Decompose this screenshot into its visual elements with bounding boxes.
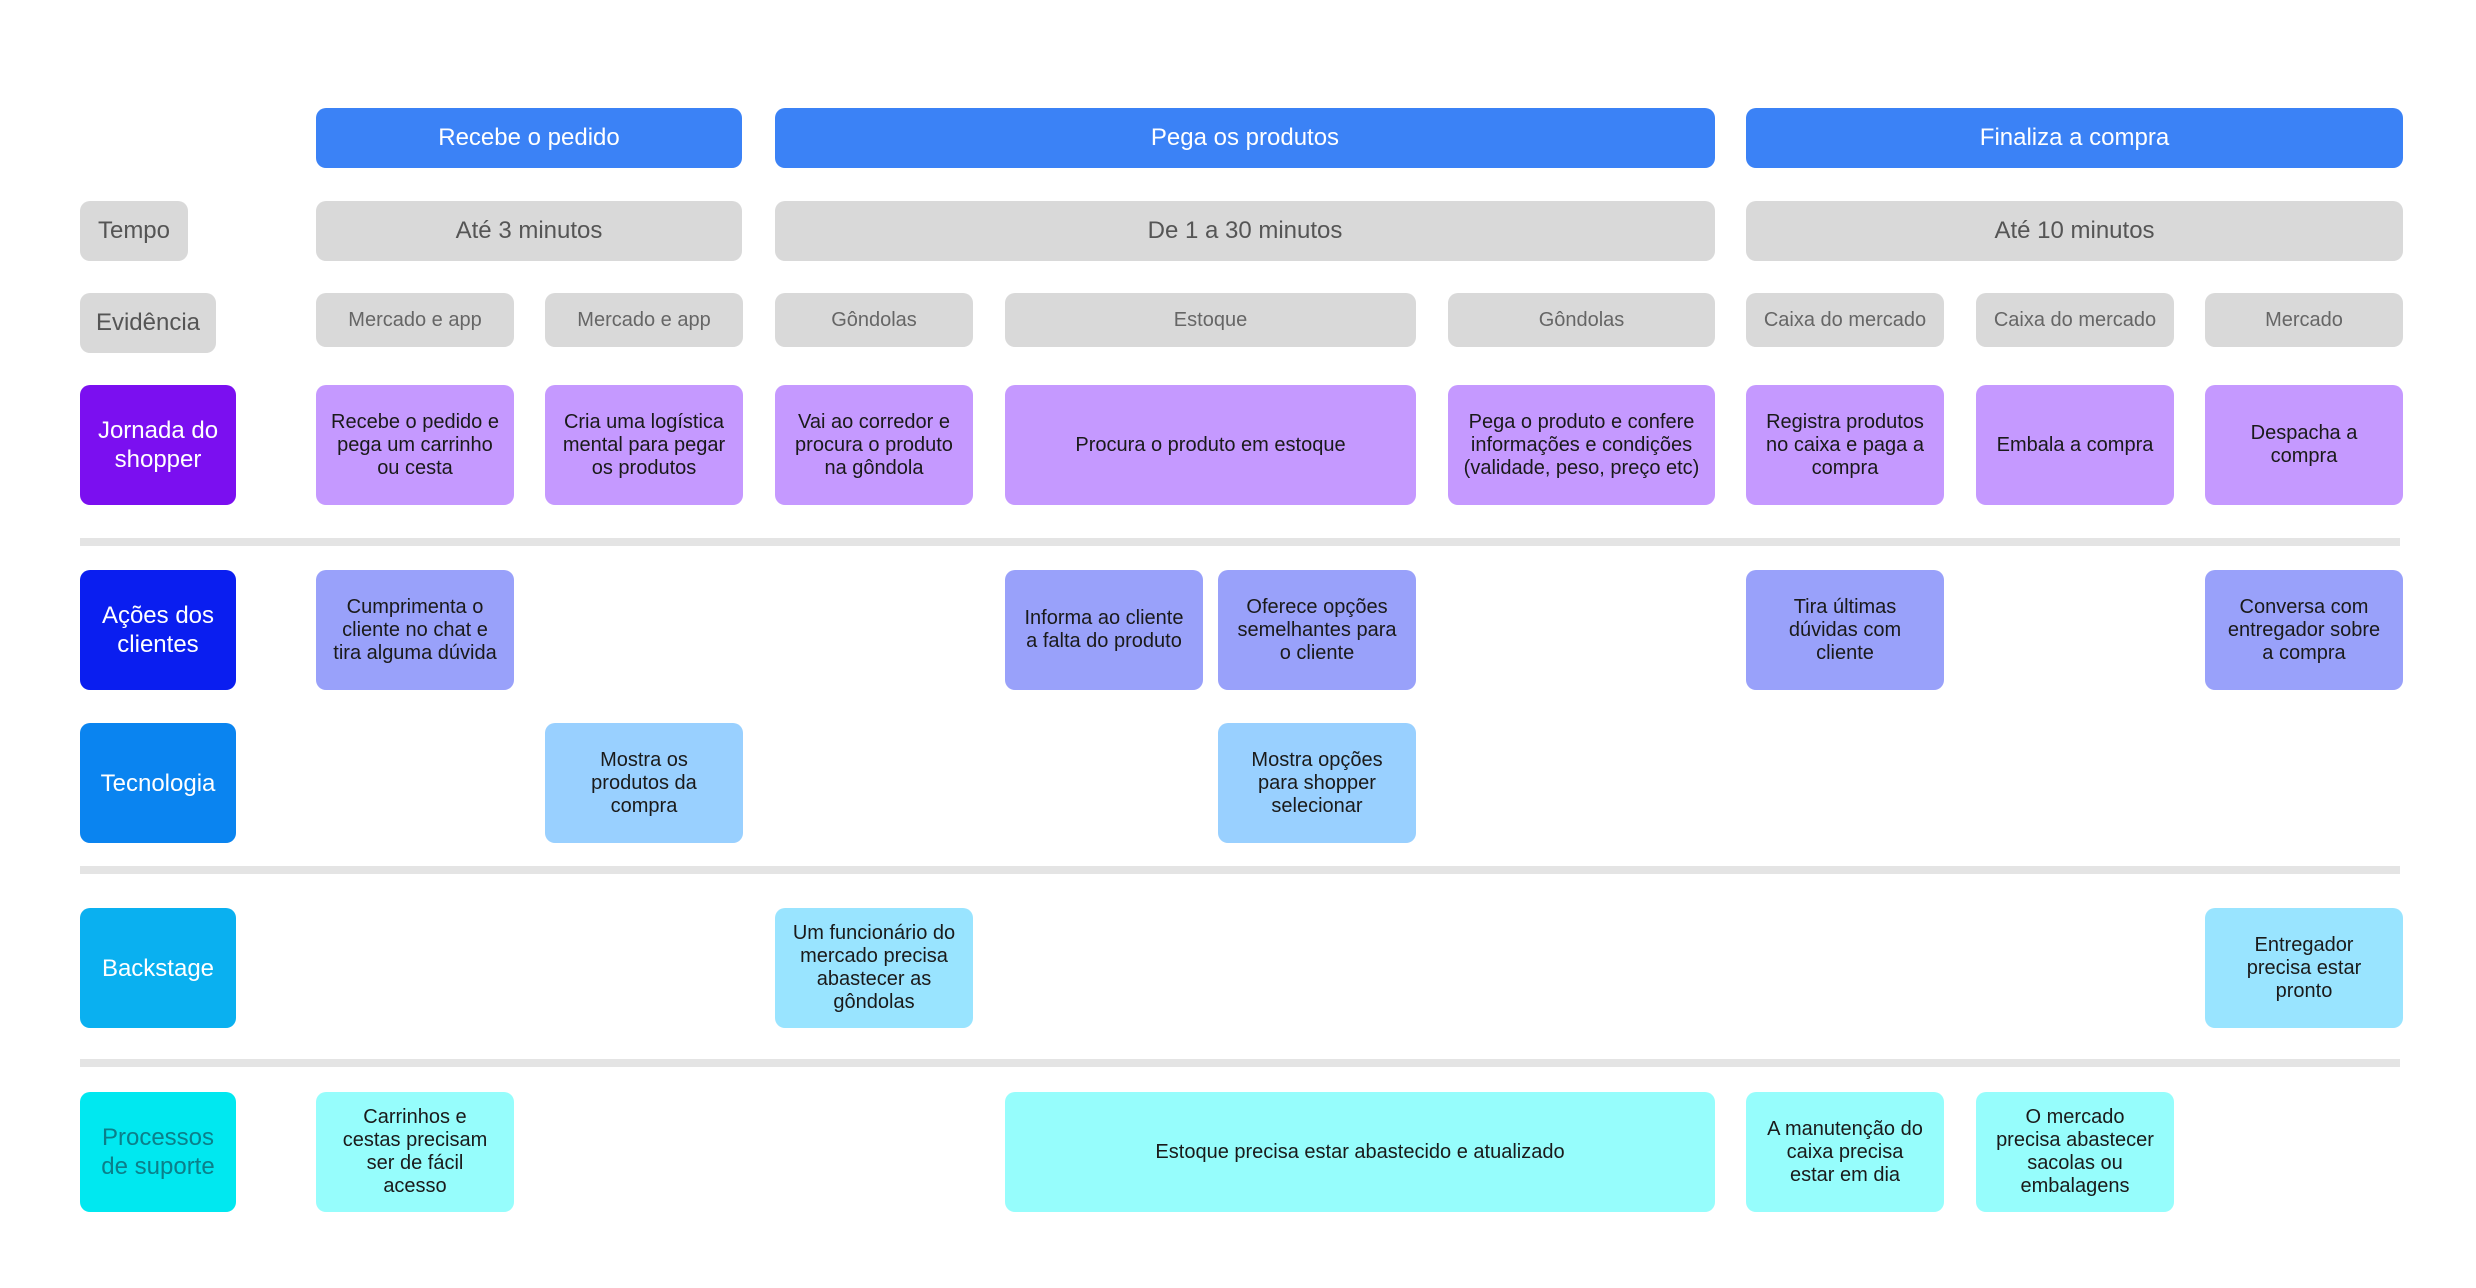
tecnologia-card: Mostra opções para shopper selecionar (1218, 723, 1416, 843)
line-of-interaction (80, 538, 2400, 546)
acoes-card: Conversa com entregador sobre a compra (2205, 570, 2403, 690)
evidencia-card: Estoque (1005, 293, 1416, 347)
jornada-card: Vai ao corredor e procura o produto na g… (775, 385, 973, 505)
backstage-card: Um funcionário do mercado precisa abaste… (775, 908, 973, 1028)
jornada-card: Recebe o pedido e pega um carrinho ou ce… (316, 385, 514, 505)
jornada-card: Despacha a compra (2205, 385, 2403, 505)
acoes-card: Tira últimas dúvidas com cliente (1746, 570, 1944, 690)
jornada-card: Pega o produto e confere informações e c… (1448, 385, 1715, 505)
phase-pega-produtos: Pega os produtos (775, 108, 1715, 168)
processos-card: O mercado precisa abastecer sacolas ou e… (1976, 1092, 2174, 1212)
processos-card: Carrinhos e cestas precisam ser de fácil… (316, 1092, 514, 1212)
tempo-pega-produtos: De 1 a 30 minutos (775, 201, 1715, 261)
row-label-backstage: Backstage (80, 908, 236, 1028)
evidencia-card: Caixa do mercado (1746, 293, 1944, 347)
evidencia-card: Mercado e app (316, 293, 514, 347)
line-of-internal-interaction (80, 1059, 2400, 1067)
evidencia-card: Caixa do mercado (1976, 293, 2174, 347)
row-label-evidencia: Evidência (80, 293, 216, 353)
evidencia-card: Gôndolas (775, 293, 973, 347)
jornada-card: Embala a compra (1976, 385, 2174, 505)
row-label-tempo: Tempo (80, 201, 188, 261)
row-label-tecnologia: Tecnologia (80, 723, 236, 843)
jornada-card: Registra produtos no caixa e paga a comp… (1746, 385, 1944, 505)
phase-finaliza-compra: Finaliza a compra (1746, 108, 2403, 168)
tecnologia-card: Mostra os produtos da compra (545, 723, 743, 843)
acoes-card: Cumprimenta o cliente no chat e tira alg… (316, 570, 514, 690)
row-label-jornada-do-shopper: Jornada do shopper (80, 385, 236, 505)
tempo-finaliza-compra: Até 10 minutos (1746, 201, 2403, 261)
processos-card: A manutenção do caixa precisa estar em d… (1746, 1092, 1944, 1212)
backstage-card: Entregador precisa estar pronto (2205, 908, 2403, 1028)
evidencia-card: Gôndolas (1448, 293, 1715, 347)
jornada-card: Cria uma logística mental para pegar os … (545, 385, 743, 505)
tempo-recebe-pedido: Até 3 minutos (316, 201, 742, 261)
row-label-processos-de-suporte: Processos de suporte (80, 1092, 236, 1212)
acoes-card: Oferece opções semelhantes para o client… (1218, 570, 1416, 690)
row-label-acoes-dos-clientes: Ações dos clientes (80, 570, 236, 690)
jornada-card: Procura o produto em estoque (1005, 385, 1416, 505)
line-of-visibility (80, 866, 2400, 874)
evidencia-card: Mercado (2205, 293, 2403, 347)
processos-card: Estoque precisa estar abastecido e atual… (1005, 1092, 1715, 1212)
acoes-card: Informa ao cliente a falta do produto (1005, 570, 1203, 690)
evidencia-card: Mercado e app (545, 293, 743, 347)
phase-recebe-pedido: Recebe o pedido (316, 108, 742, 168)
